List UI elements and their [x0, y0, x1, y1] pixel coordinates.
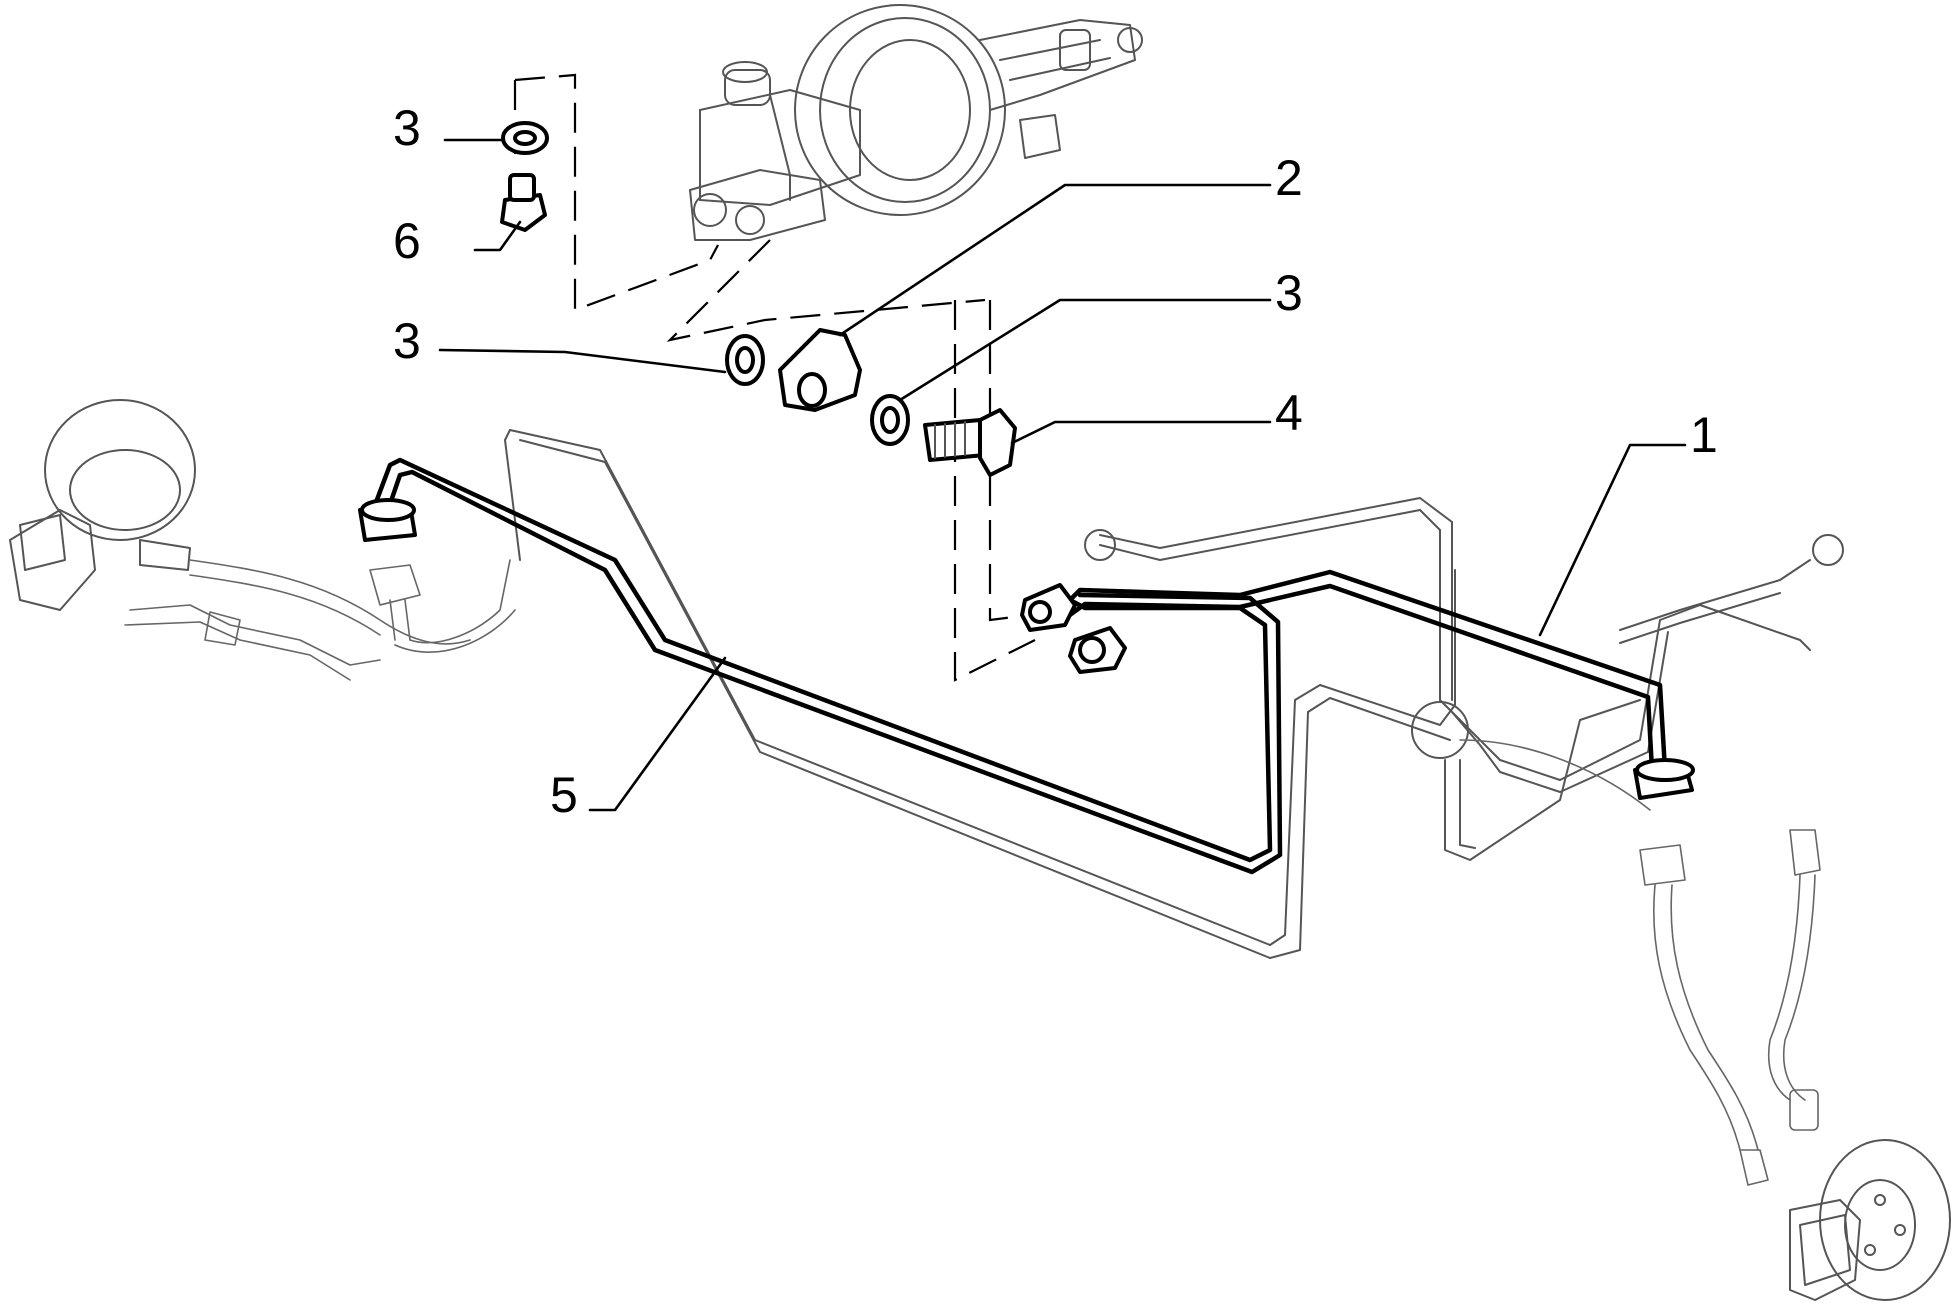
brake-pipe-part-1 — [1057, 569, 1695, 800]
leader-2 — [838, 183, 1272, 337]
callout-leaders — [438, 138, 1687, 812]
callout-4: 4 — [1275, 385, 1303, 441]
part-3-washer-lower — [870, 394, 910, 446]
leader-3c — [898, 298, 1272, 402]
right-front-brake-assembly — [1639, 829, 1951, 1301]
other-brake-pipes — [504, 429, 1844, 959]
leader-1 — [1538, 443, 1687, 637]
part-3-washer-upper — [501, 121, 549, 155]
callout-3-right: 3 — [1275, 265, 1303, 321]
callout-2: 2 — [1275, 150, 1303, 206]
leader-4 — [1010, 420, 1272, 445]
callout-3-upper: 3 — [393, 100, 421, 156]
part-3-washer-middle — [725, 334, 765, 386]
part-2-union — [778, 328, 862, 412]
callout-6: 6 — [393, 213, 421, 269]
alignment-lines — [513, 73, 1036, 682]
callout-3-left: 3 — [393, 313, 421, 369]
leader-5 — [588, 656, 727, 812]
callout-5: 5 — [550, 767, 578, 823]
callout-labels: 1 2 3 3 3 4 5 6 — [393, 100, 1718, 823]
part-4-bolt — [923, 408, 1017, 477]
callout-1: 1 — [1690, 407, 1718, 463]
leader-6 — [473, 220, 522, 252]
part-6-bolt — [500, 173, 547, 232]
brake-pipe-part-5 — [358, 457, 1283, 875]
left-front-brake-assembly — [9, 399, 516, 681]
leader-3b — [438, 348, 727, 374]
master-cylinder-booster — [689, 4, 1143, 241]
pipe-end-fittings — [1020, 583, 1127, 674]
